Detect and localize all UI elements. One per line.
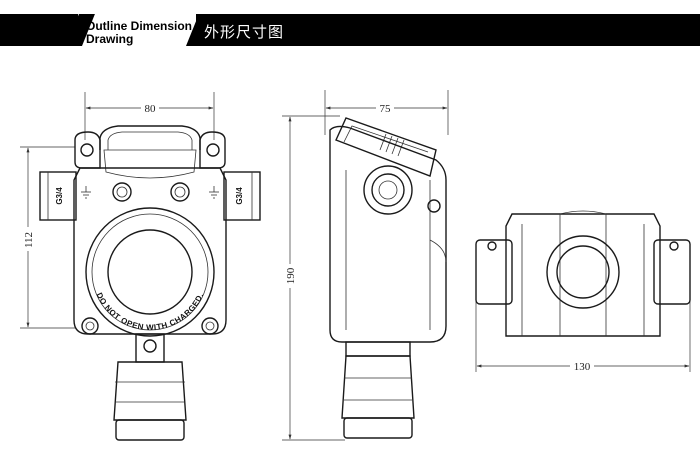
header-title-chinese: 外形尺寸图	[204, 23, 285, 41]
front-housing	[73, 167, 227, 335]
side-top-cap	[335, 117, 437, 177]
front-port-label-right: G3/4	[235, 187, 244, 205]
bottom-port-left	[475, 239, 513, 305]
front-screw-bottom-left	[81, 317, 99, 335]
front-cap-collar	[103, 149, 197, 179]
side-width-dimension-text: 75	[380, 103, 392, 115]
bottom-top-curve	[559, 210, 607, 215]
front-sensor-cap	[115, 419, 185, 441]
bottom-view: 130	[475, 210, 691, 373]
side-view: 75 190	[282, 90, 449, 441]
front-port-left	[39, 171, 77, 221]
bottom-housing	[505, 213, 661, 337]
front-screw-top-right-inner	[174, 186, 186, 198]
bottom-sensor-outer	[546, 235, 620, 309]
side-housing	[329, 125, 447, 343]
side-port-middle	[371, 173, 405, 207]
front-height-label-bg	[20, 227, 36, 251]
front-screw-bottom-left-inner	[85, 321, 95, 331]
side-port-outer	[363, 165, 413, 215]
front-port-right	[223, 171, 261, 221]
bottom-port-right	[653, 239, 691, 305]
ground-icon	[209, 186, 219, 199]
front-ear-hole-top-right	[206, 143, 220, 157]
header-title-english-line1: Outline Dimension	[86, 19, 193, 33]
header-bar-right	[196, 14, 700, 46]
front-screw-bottom-right-inner	[205, 321, 215, 331]
side-screw	[427, 199, 441, 213]
front-top-cap	[99, 125, 201, 150]
side-cap-ribs	[379, 133, 405, 157]
front-cover-outer	[85, 207, 215, 337]
bottom-port-right-screw	[669, 241, 679, 251]
front-cover-window	[107, 229, 193, 315]
front-top-cap-inner	[107, 131, 193, 150]
bottom-width-dimension-text: 130	[574, 361, 591, 373]
front-width-label-bg	[141, 101, 159, 113]
front-cover-warning-textpath: DO NOT OPEN WITH CHARGED.	[95, 291, 205, 332]
bottom-width-label-bg	[570, 359, 594, 371]
front-sensor-body	[113, 361, 187, 421]
front-ear-top-left	[74, 131, 101, 169]
ground-icon	[81, 186, 91, 199]
front-screw-top-right	[170, 182, 190, 202]
side-height-label-bg	[282, 264, 298, 288]
side-height-dimension-text: 190	[285, 267, 297, 284]
front-cover-ring	[91, 213, 209, 331]
bottom-sensor-inner	[556, 245, 610, 299]
side-sensor-collar	[345, 341, 411, 357]
bottom-port-left-screw	[487, 241, 497, 251]
front-sensor-neck	[135, 333, 165, 363]
front-ear-top-right	[199, 131, 226, 169]
section-header: Outline Dimension Drawing 外形尺寸图	[0, 0, 700, 46]
side-sensor-body	[341, 355, 415, 419]
header-title-english-line2: Drawing	[86, 32, 134, 46]
front-height-dimension-text: 112	[23, 232, 35, 248]
header-bar-left	[0, 14, 78, 46]
side-width-label-bg	[376, 101, 394, 113]
front-ear-hole-top-left	[80, 143, 94, 157]
header-title-english: Outline Dimension Drawing	[86, 20, 196, 46]
front-view: 80 112 G3/4 G3/4	[20, 92, 261, 441]
side-housing-curve	[429, 239, 447, 263]
side-sensor-cap	[343, 417, 413, 439]
front-sensor-neck-screw	[143, 339, 157, 353]
front-width-dimension-text: 80	[145, 103, 157, 115]
front-screw-top-left	[112, 182, 132, 202]
front-cover-warning-text: DO NOT OPEN WITH CHARGED.	[95, 291, 206, 332]
front-screw-top-left-inner	[116, 186, 128, 198]
side-port-inner	[378, 180, 398, 200]
front-screw-bottom-right	[201, 317, 219, 335]
front-port-label-left: G3/4	[55, 187, 64, 205]
